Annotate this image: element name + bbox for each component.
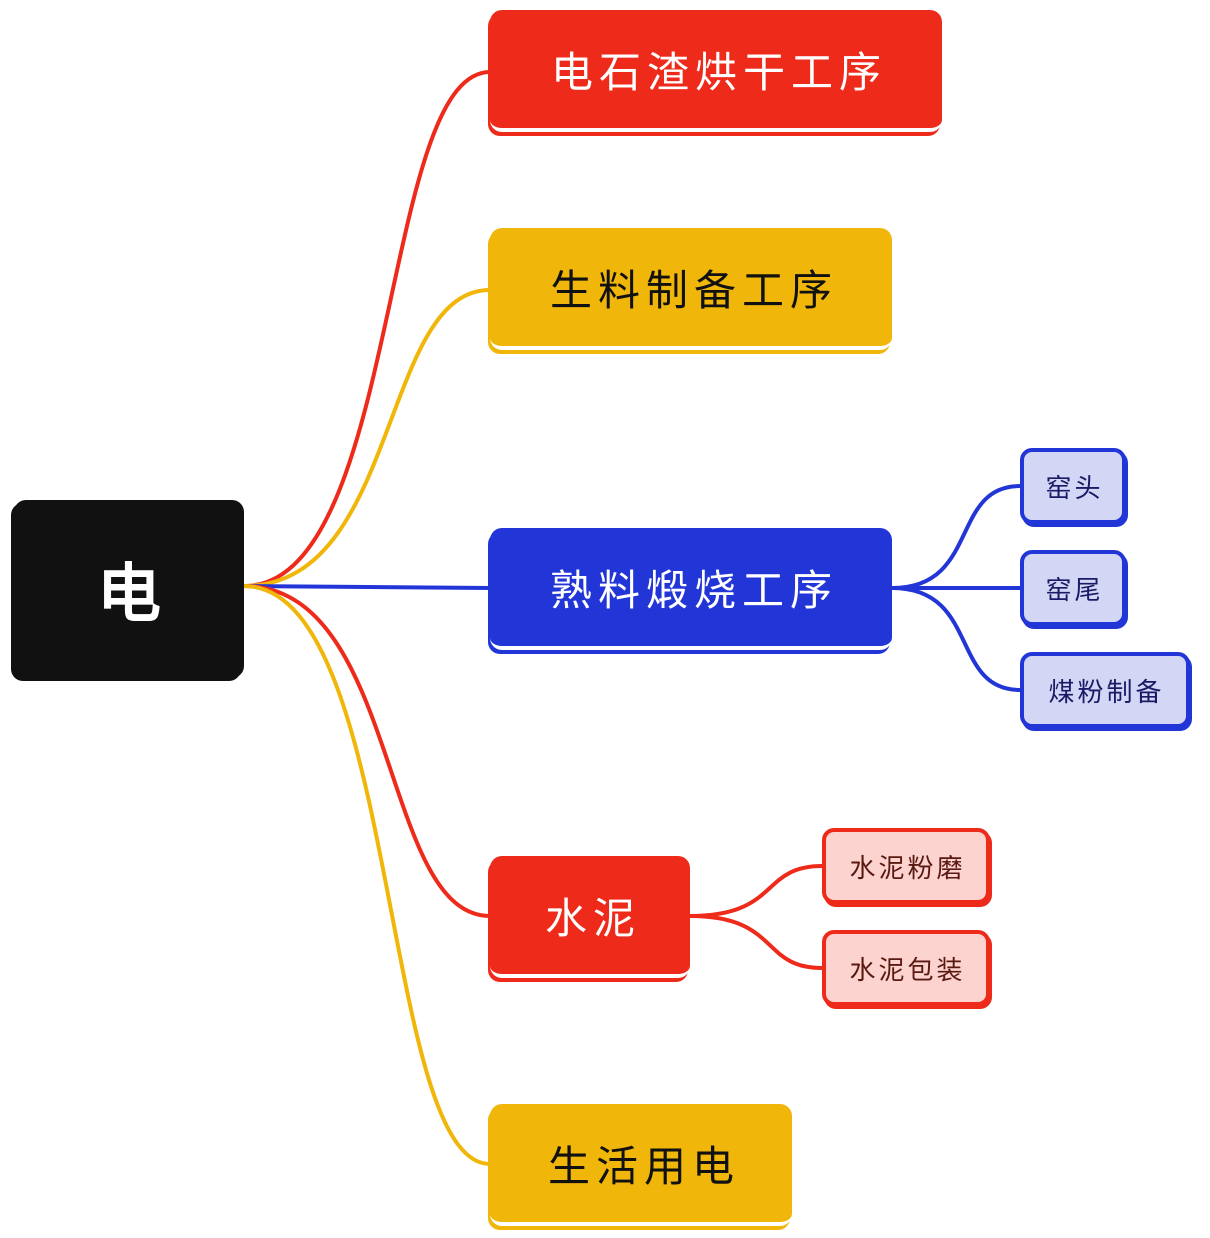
- sub-node[interactable]: 窑头: [1020, 448, 1126, 524]
- branch-node[interactable]: 生料制备工序: [490, 228, 892, 350]
- connector-branch-3-child-3: [890, 586, 1022, 692]
- connector-branch-4-child-2: [688, 914, 824, 970]
- connector-branch-4-child-1: [688, 864, 824, 918]
- connector-root-branch-1: [242, 70, 492, 588]
- connector-root-branch-5: [242, 584, 492, 1166]
- sub-node[interactable]: 煤粉制备: [1020, 652, 1190, 728]
- sub-node[interactable]: 水泥粉磨: [822, 828, 990, 904]
- sub-node[interactable]: 水泥包装: [822, 930, 990, 1006]
- connector-root-branch-4: [242, 584, 492, 918]
- branch-node[interactable]: 水泥: [490, 856, 690, 978]
- branch-node[interactable]: 熟料煅烧工序: [490, 528, 892, 650]
- root-node[interactable]: 电: [14, 500, 244, 678]
- branch-node[interactable]: 生活用电: [490, 1104, 792, 1226]
- connector-branch-3-child-1: [890, 484, 1022, 590]
- connector-root-branch-2: [242, 288, 492, 588]
- sub-node[interactable]: 窑尾: [1020, 550, 1126, 626]
- connector-root-branch-3: [242, 584, 492, 590]
- branch-node[interactable]: 电石渣烘干工序: [490, 10, 942, 132]
